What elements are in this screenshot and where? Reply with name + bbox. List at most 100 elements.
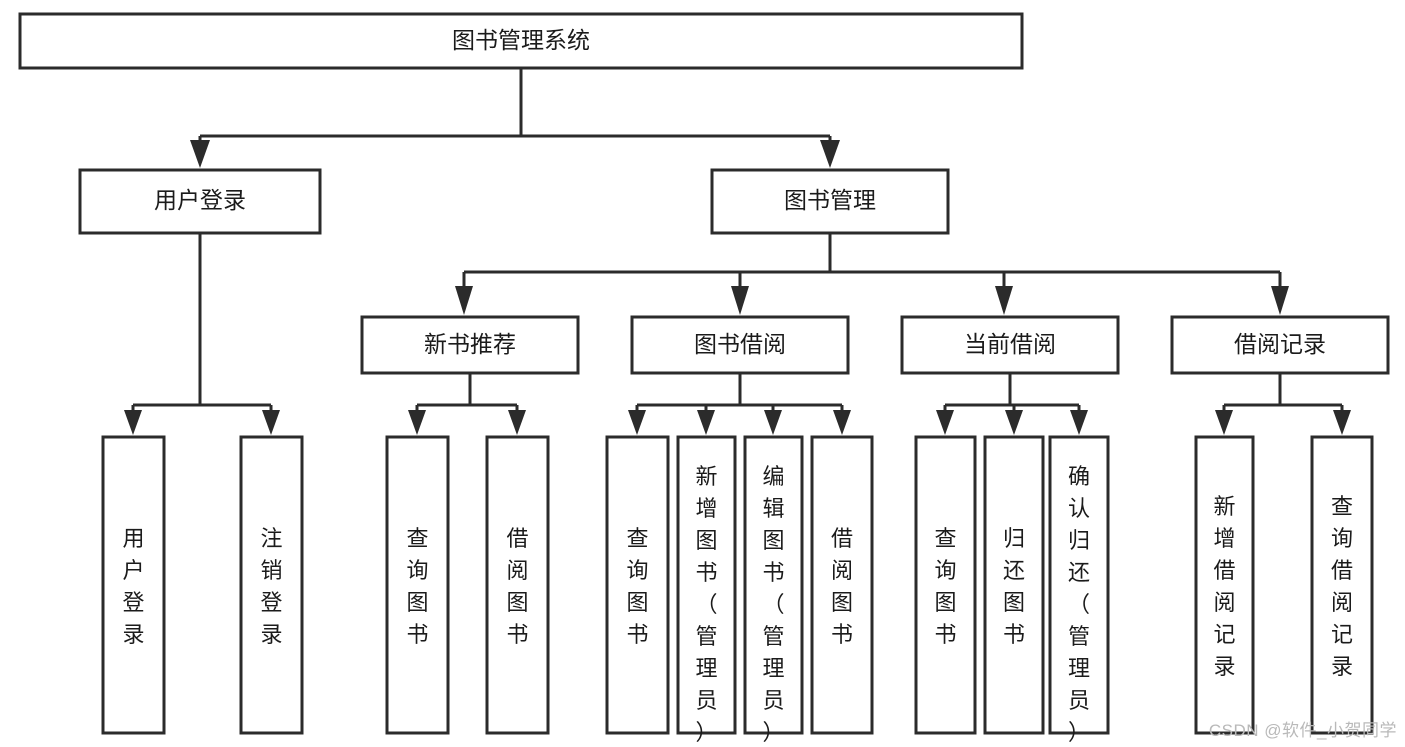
arrow-to-leaf-query-book-borrow: [628, 410, 646, 435]
node-leaf-query-borrow-record-box[interactable]: [1310, 435, 1374, 735]
node-new-book-recommend-box[interactable]: [360, 315, 580, 375]
node-leaf-return-book[interactable]: 归还图书: [983, 435, 1045, 735]
node-new-book-recommend[interactable]: 新书推荐: [360, 315, 580, 375]
label-char: 员: [762, 688, 784, 713]
node-leaf-logout[interactable]: 注销登录: [239, 435, 304, 735]
arrow-to-leaf-borrow-book-recommend: [508, 410, 526, 435]
node-leaf-borrow-book[interactable]: 借阅图书: [810, 435, 874, 735]
label-char: 书: [1003, 622, 1025, 647]
label-char: 图: [831, 590, 853, 615]
arrow-root-to-user-login: [190, 140, 210, 168]
node-leaf-query-book-current-box[interactable]: [914, 435, 977, 735]
label-char: 书: [762, 560, 784, 585]
arrow-to-leaf-logout: [262, 410, 280, 435]
node-borrow-record[interactable]: 借阅记录: [1170, 315, 1390, 375]
label-char: 借: [831, 526, 853, 551]
node-leaf-borrow-book-label: 借阅图书: [831, 526, 853, 647]
node-book-management-box[interactable]: [710, 168, 950, 235]
node-new-book-recommend-label: 新书推荐: [424, 331, 516, 357]
node-root[interactable]: 图书管理系统: [18, 12, 1024, 70]
node-user-login-box[interactable]: [78, 168, 322, 235]
node-leaf-user-login-label: 用户登录: [122, 526, 144, 647]
label-char: 新: [695, 464, 717, 489]
node-leaf-edit-book-admin-box[interactable]: [743, 435, 804, 735]
node-leaf-query-borrow-record[interactable]: 查询借阅记录: [1310, 435, 1374, 735]
node-leaf-add-borrow-record-label: 新增借阅记录: [1213, 494, 1235, 679]
arrow-to-new-book-recommend: [455, 286, 473, 315]
node-leaf-borrow-book-recommend[interactable]: 借阅图书: [485, 435, 550, 735]
label-char: 新: [1213, 494, 1235, 519]
node-leaf-user-login-box[interactable]: [101, 435, 166, 735]
node-leaf-confirm-return-admin[interactable]: 确认归还（管理员）: [1048, 435, 1110, 745]
label-char: （: [1068, 592, 1090, 617]
label-char: 登: [122, 590, 144, 615]
arrow-to-leaf-borrow-book: [833, 410, 851, 435]
arrow-to-leaf-edit-book-admin: [764, 410, 782, 435]
node-user-login[interactable]: 用户登录: [78, 168, 322, 235]
label-char: 阅: [1213, 590, 1235, 615]
arrow-to-leaf-return-book: [1005, 410, 1023, 435]
label-char: 阅: [831, 558, 853, 583]
label-char: 理: [1068, 656, 1090, 681]
label-char: 录: [1213, 654, 1235, 679]
node-leaf-query-book-recommend[interactable]: 查询图书: [385, 435, 450, 735]
node-layer: 图书管理系统 用户登录 图书管理 新书推荐 图书借阅 当前: [18, 12, 1390, 745]
node-leaf-return-book-label: 归还图书: [1003, 526, 1025, 647]
label-char: 认: [1068, 496, 1090, 521]
node-book-borrow-label: 图书借阅: [694, 331, 786, 357]
node-current-borrow-box[interactable]: [900, 315, 1120, 375]
node-root-label: 图书管理系统: [452, 27, 590, 53]
node-leaf-query-book-recommend-label: 查询图书: [406, 526, 428, 647]
node-leaf-query-borrow-record-label: 查询借阅记录: [1331, 494, 1353, 679]
label-char: 录: [1331, 654, 1353, 679]
label-char: 询: [626, 558, 648, 583]
node-leaf-logout-box[interactable]: [239, 435, 304, 735]
label-char: 阅: [1331, 590, 1353, 615]
label-char: 录: [260, 622, 282, 647]
label-char: 查: [934, 526, 956, 551]
watermark: CSDN @软件_小贺同学: [1208, 721, 1397, 740]
node-current-borrow[interactable]: 当前借阅: [900, 315, 1120, 375]
label-char: 图: [762, 528, 784, 553]
label-char: 增: [695, 496, 717, 521]
label-char: 管: [1068, 624, 1090, 649]
node-leaf-add-borrow-record-box[interactable]: [1194, 435, 1255, 735]
node-leaf-add-book-admin-label: 新增图书（管理员）: [695, 464, 717, 745]
label-char: 询: [934, 558, 956, 583]
node-leaf-add-borrow-record[interactable]: 新增借阅记录: [1194, 435, 1255, 735]
node-book-management[interactable]: 图书管理: [710, 168, 950, 235]
label-char: 理: [695, 656, 717, 681]
node-leaf-query-book-borrow[interactable]: 查询图书: [605, 435, 670, 735]
arrow-to-leaf-query-borrow-record: [1333, 410, 1351, 435]
label-char: 书: [695, 560, 717, 585]
label-char: 图: [695, 528, 717, 553]
label-char: ）: [1068, 720, 1090, 745]
arrow-root-to-book-management: [820, 140, 840, 168]
node-root-box[interactable]: [18, 12, 1024, 70]
node-leaf-confirm-return-admin-box[interactable]: [1048, 435, 1110, 735]
label-char: 书: [831, 622, 853, 647]
node-leaf-add-book-admin-box[interactable]: [676, 435, 737, 735]
label-char: 查: [1331, 494, 1353, 519]
node-leaf-edit-book-admin-label: 编辑图书（管理员）: [762, 464, 784, 745]
node-leaf-confirm-return-admin-label: 确认归还（管理员）: [1068, 464, 1090, 745]
arrow-to-current-borrow: [995, 286, 1013, 315]
label-char: 书: [626, 622, 648, 647]
node-leaf-return-book-box[interactable]: [983, 435, 1045, 735]
node-leaf-borrow-book-recommend-box[interactable]: [485, 435, 550, 735]
label-char: 登: [260, 590, 282, 615]
arrow-to-leaf-query-book-current: [936, 410, 954, 435]
node-book-borrow-box[interactable]: [630, 315, 850, 375]
node-leaf-borrow-book-box[interactable]: [810, 435, 874, 735]
node-borrow-record-box[interactable]: [1170, 315, 1390, 375]
node-leaf-edit-book-admin[interactable]: 编辑图书（管理员）: [743, 435, 804, 745]
label-char: 编: [762, 464, 784, 489]
node-leaf-user-login[interactable]: 用户登录: [101, 435, 166, 735]
node-book-borrow[interactable]: 图书借阅: [630, 315, 850, 375]
label-char: 书: [506, 622, 528, 647]
node-leaf-add-book-admin[interactable]: 新增图书（管理员）: [676, 435, 737, 745]
node-leaf-query-book-recommend-box[interactable]: [385, 435, 450, 735]
node-leaf-query-book-borrow-box[interactable]: [605, 435, 670, 735]
node-leaf-query-book-current[interactable]: 查询图书: [914, 435, 977, 735]
